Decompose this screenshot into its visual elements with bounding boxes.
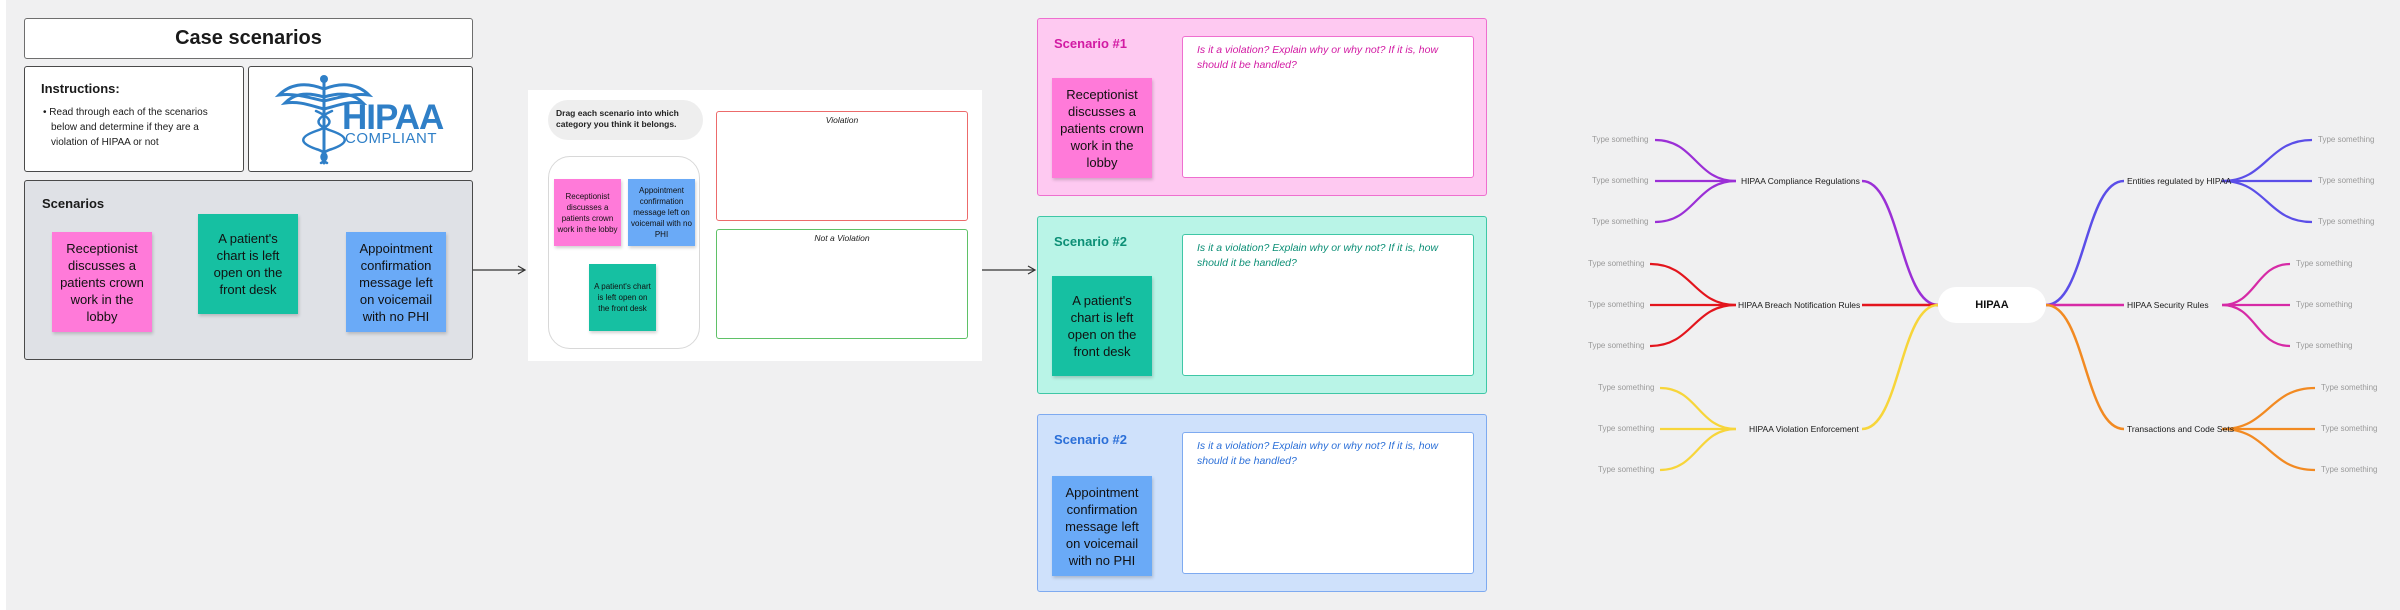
leaf-placeholder[interactable]: Type something bbox=[1592, 135, 1649, 144]
leaf-placeholder[interactable]: Type something bbox=[2318, 135, 2375, 144]
not-violation-drop-zone[interactable]: Not a Violation bbox=[716, 229, 968, 339]
scenario-card-1-sticky[interactable]: Receptionist discusses a patients crown … bbox=[1052, 78, 1152, 178]
scenario-card-1-title: Scenario #1 bbox=[1054, 36, 1127, 51]
drag-sticky-receptionist[interactable]: Receptionist discusses a patients crown … bbox=[554, 179, 621, 246]
scenario-card-2-sticky[interactable]: A patient's chart is left open on the fr… bbox=[1052, 276, 1152, 376]
leaf-connector bbox=[1654, 179, 1737, 224]
scenarios-label: Scenarios bbox=[42, 196, 105, 211]
leaf-placeholder[interactable]: Type something bbox=[2296, 259, 2353, 268]
violation-drop-zone[interactable]: Violation bbox=[716, 111, 968, 221]
leaf-placeholder[interactable]: Type something bbox=[1588, 300, 1645, 309]
branch-connector bbox=[2045, 179, 2125, 307]
leaf-connector bbox=[2221, 427, 2316, 472]
drag-sticky-chart[interactable]: A patient's chart is left open on the fr… bbox=[589, 264, 656, 331]
leaf-connector bbox=[2221, 179, 2313, 224]
leaf-placeholder[interactable]: Type something bbox=[1592, 176, 1649, 185]
leaf-connector bbox=[2221, 386, 2316, 431]
scenario-card-2-answer-box[interactable]: Is it a violation? Explain why or why no… bbox=[1182, 234, 1474, 376]
not-violation-label: Not a Violation bbox=[814, 233, 870, 243]
sticky-note-voicemail[interactable]: Appointment confirmation message left on… bbox=[346, 232, 446, 332]
leaf-placeholder[interactable]: Type something bbox=[1598, 424, 1655, 433]
leaf-connector bbox=[2221, 303, 2291, 348]
drag-instruction-text: Drag each scenario into which category y… bbox=[556, 108, 679, 129]
leaf-placeholder[interactable]: Type something bbox=[1588, 259, 1645, 268]
branch-connector bbox=[1861, 303, 1939, 431]
mindmap-root-node[interactable]: HIPAA bbox=[1938, 287, 2046, 323]
compliant-logo-word: COMPLIANT bbox=[345, 130, 438, 147]
leaf-connector bbox=[1649, 303, 1737, 348]
leaf-placeholder[interactable]: Type something bbox=[1588, 341, 1645, 350]
leaf-placeholder[interactable]: Type something bbox=[1598, 465, 1655, 474]
scenario-card-2-title: Scenario #2 bbox=[1054, 234, 1127, 249]
leaf-placeholder[interactable]: Type something bbox=[2318, 217, 2375, 226]
branch-breach-notification[interactable]: HIPAA Breach Notification Rules bbox=[1738, 300, 1861, 310]
instructions-panel: Instructions: • Read through each of the… bbox=[24, 66, 244, 172]
leaf-placeholder[interactable]: Type something bbox=[2321, 383, 2378, 392]
instructions-bullet: • Read through each of the scenarios bel… bbox=[43, 107, 208, 148]
scenario-card-1-answer-box[interactable]: Is it a violation? Explain why or why no… bbox=[1182, 36, 1474, 178]
arrow-head-2 bbox=[1027, 265, 1037, 275]
leaf-placeholder[interactable]: Type something bbox=[1598, 383, 1655, 392]
leaf-connector bbox=[1654, 138, 1737, 183]
leaf-placeholder[interactable]: Type something bbox=[1592, 217, 1649, 226]
leaf-placeholder[interactable]: Type something bbox=[2321, 465, 2378, 474]
leaf-connector bbox=[1659, 386, 1737, 431]
violation-label: Violation bbox=[825, 115, 859, 125]
arrow-head-1 bbox=[517, 265, 527, 275]
leaf-placeholder[interactable]: Type something bbox=[2296, 341, 2353, 350]
hipaa-logo-panel bbox=[248, 66, 473, 172]
instructions-heading: Instructions: bbox=[41, 81, 120, 96]
sticky-note-receptionist[interactable]: Receptionist discusses a patients crown … bbox=[52, 232, 152, 332]
sticky-note-chart[interactable]: A patient's chart is left open on the fr… bbox=[198, 214, 298, 314]
hipaa-logo-word: HIPAA bbox=[342, 98, 444, 137]
case-scenarios-title: Case scenarios bbox=[24, 18, 473, 59]
leaf-placeholder[interactable]: Type something bbox=[2318, 176, 2375, 185]
drag-sticky-voicemail[interactable]: Appointment confirmation message left on… bbox=[628, 179, 695, 246]
caduceus-icon bbox=[274, 75, 374, 165]
branch-connector bbox=[1861, 179, 1939, 307]
leaf-connector bbox=[2221, 138, 2313, 183]
branch-security-rules[interactable]: HIPAA Security Rules bbox=[2127, 300, 2209, 310]
leaf-placeholder[interactable]: Type something bbox=[2321, 424, 2378, 433]
scenario-card-3-title: Scenario #2 bbox=[1054, 432, 1127, 447]
scenario-card-3-sticky[interactable]: Appointment confirmation message left on… bbox=[1052, 476, 1152, 576]
drag-instruction-bubble bbox=[548, 100, 703, 140]
branch-compliance-regulations[interactable]: HIPAA Compliance Regulations bbox=[1741, 176, 1860, 186]
branch-entities-regulated[interactable]: Entities regulated by HIPAA bbox=[2127, 176, 2232, 186]
leaf-placeholder[interactable]: Type something bbox=[2296, 300, 2353, 309]
branch-connector bbox=[2045, 303, 2125, 431]
leaf-connector bbox=[1649, 262, 1737, 307]
branch-transactions-code-sets[interactable]: Transactions and Code Sets bbox=[2127, 424, 2234, 434]
leaf-connector bbox=[2221, 262, 2291, 307]
leaf-connector bbox=[1659, 427, 1737, 472]
scenario-card-3-answer-box[interactable]: Is it a violation? Explain why or why no… bbox=[1182, 432, 1474, 574]
branch-violation-enforcement[interactable]: HIPAA Violation Enforcement bbox=[1749, 424, 1859, 434]
